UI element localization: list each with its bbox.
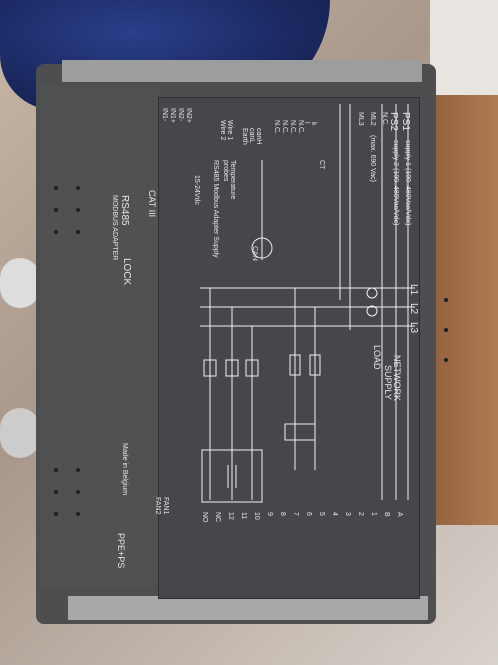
shoe-2 (0, 408, 40, 458)
label-plate (158, 97, 420, 599)
shoe (0, 258, 40, 308)
top-terminal-rail (62, 60, 422, 82)
left-panel (40, 86, 160, 586)
white-object (430, 0, 498, 110)
bottom-terminal-rail (68, 596, 428, 620)
